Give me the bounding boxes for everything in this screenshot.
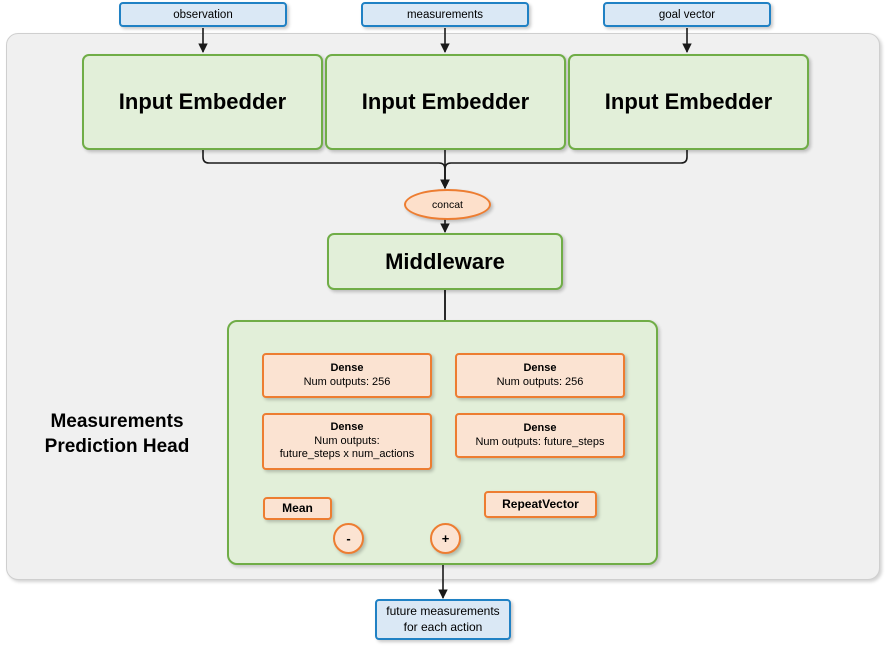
input-embedder-1[interactable]: Input Embedder xyxy=(82,54,323,150)
dense-detail: Num outputs: 256 xyxy=(496,375,584,388)
input-embedder-3[interactable]: Input Embedder xyxy=(568,54,809,150)
dense-detail: Num outputs: future_steps xyxy=(475,435,605,448)
input-node-observation[interactable]: observation xyxy=(119,2,287,27)
input-embedder-label: Input Embedder xyxy=(118,89,287,114)
output-label-line-2: for each action xyxy=(403,619,483,634)
dense-left-1[interactable]: Dense Num outputs: 256 xyxy=(262,353,432,398)
add-symbol: + xyxy=(441,531,450,546)
repeat-vector-label: RepeatVector xyxy=(502,497,579,512)
dense-title: Dense xyxy=(523,362,557,375)
dense-detail: Num outputs: 256 xyxy=(303,375,391,388)
input-embedder-label: Input Embedder xyxy=(604,89,773,114)
input-embedder-2[interactable]: Input Embedder xyxy=(325,54,566,150)
dense-right-1[interactable]: Dense Num outputs: 256 xyxy=(455,353,625,398)
repeat-vector-node[interactable]: RepeatVector xyxy=(484,491,597,518)
dense-title: Dense xyxy=(330,421,364,434)
head-title-line-1: Measurements xyxy=(50,411,184,432)
input-node-measurements[interactable]: measurements xyxy=(361,2,529,27)
output-label-line-1: future measurements xyxy=(386,603,500,618)
dense-title: Dense xyxy=(523,422,557,435)
dense-detail-line-1: Num outputs: xyxy=(314,434,380,447)
head-title-line-2: Prediction Head xyxy=(44,435,190,457)
input-label: measurements xyxy=(406,8,484,21)
middleware-label: Middleware xyxy=(385,248,505,274)
mean-label: Mean xyxy=(282,501,313,516)
input-label: goal vector xyxy=(658,8,716,21)
middleware-node[interactable]: Middleware xyxy=(327,233,563,290)
concat-label: concat xyxy=(432,198,463,211)
measurements-prediction-head-title: Measurements Prediction Head xyxy=(14,410,220,459)
input-node-goal-vector[interactable]: goal vector xyxy=(603,2,771,27)
mean-node[interactable]: Mean xyxy=(263,497,332,520)
dense-right-2[interactable]: Dense Num outputs: future_steps xyxy=(455,413,625,458)
concat-node[interactable]: concat xyxy=(404,189,491,220)
subtract-symbol: - xyxy=(346,531,351,546)
add-operator[interactable]: + xyxy=(430,523,461,554)
dense-left-2[interactable]: Dense Num outputs: future_steps x num_ac… xyxy=(262,413,432,470)
output-node[interactable]: future measurements for each action xyxy=(375,599,511,640)
input-label: observation xyxy=(173,8,233,21)
subtract-operator[interactable]: - xyxy=(333,523,364,554)
dense-title: Dense xyxy=(330,362,364,375)
input-embedder-label: Input Embedder xyxy=(361,89,530,114)
dense-detail-line-2: future_steps x num_actions xyxy=(279,448,415,461)
